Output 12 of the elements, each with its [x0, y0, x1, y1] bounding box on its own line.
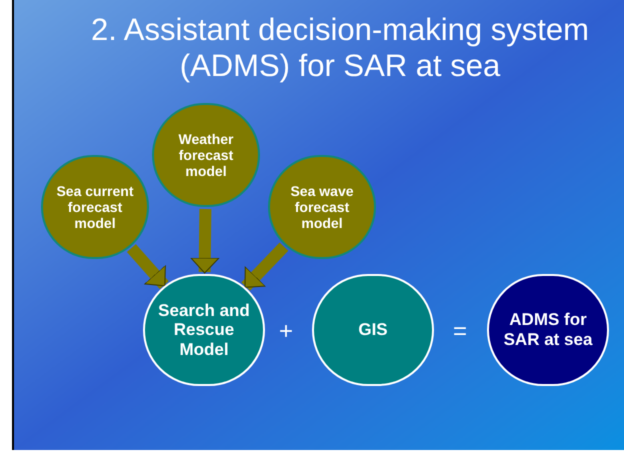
title: 2. Assistant decision-making system (ADMS) for SAR at sea — [90, 12, 590, 84]
block-arrow — [241, 242, 288, 291]
operator-sign: + — [279, 320, 293, 344]
node-label: Sea wave forecast model — [289, 182, 355, 232]
block-arrow — [190, 208, 220, 274]
node-label: ADMS for SAR at sea — [502, 310, 594, 350]
node-label: Search and Rescue Model — [157, 300, 251, 360]
node-label: Weather forecast model — [178, 130, 234, 180]
node-label: GIS — [358, 320, 388, 340]
operator-sign: = — [453, 320, 467, 344]
node-label: Sea current forecast model — [55, 182, 135, 232]
block-arrow — [126, 244, 169, 290]
